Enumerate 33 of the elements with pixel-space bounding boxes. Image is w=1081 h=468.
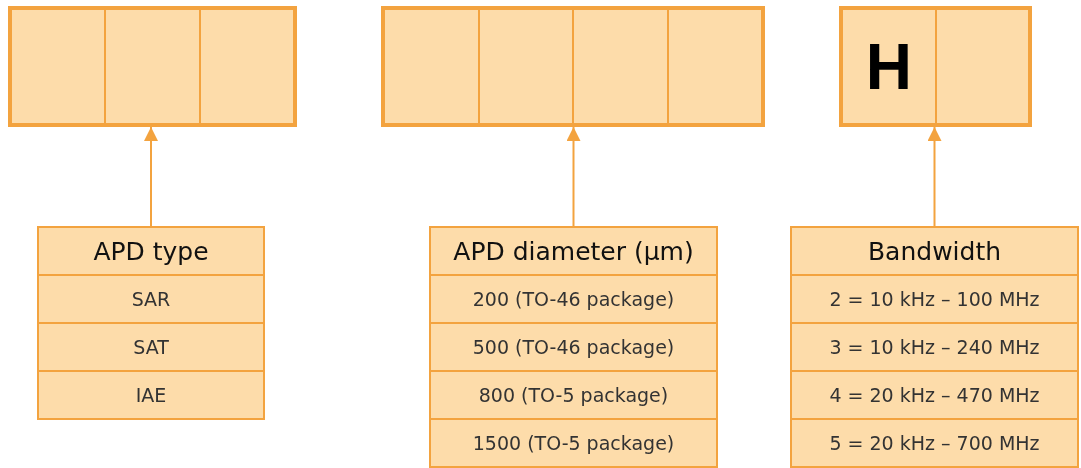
code-cell [572,8,669,125]
code-field [381,6,765,127]
arrow [144,126,158,227]
table [790,226,1079,468]
code-cell [666,8,763,125]
arrow [927,126,942,227]
table-header: Bandwidth [867,236,1002,266]
row-text: IAE [135,384,167,406]
code-cell [104,8,201,125]
row-text: SAT [133,336,169,358]
row-text: SAR [131,288,171,310]
code-field [8,6,297,127]
row-text: 800 (TO-5 package) [478,384,669,406]
row-text: 3 = 10 kHz – 240 MHz [829,336,1040,358]
table-header: APD diameter (µm) [453,236,694,266]
row-text: 2 = 10 kHz – 100 MHz [829,288,1040,310]
row-text: 200 (TO-46 package) [472,288,675,310]
code-cell [934,8,1030,125]
table [37,226,265,420]
code-cell [383,8,480,125]
code-cell [198,8,295,125]
row-text: 4 = 20 kHz – 470 MHz [829,384,1040,406]
code-letter: H [865,29,912,104]
code-cell [477,8,574,125]
table-header: APD type [93,236,209,266]
arrow [566,126,581,227]
row-text: 1500 (TO-5 package) [472,432,675,454]
code-cell [841,8,937,125]
row-text: 5 = 20 kHz – 700 MHz [829,432,1040,454]
code-field [839,6,1032,127]
row-text: 500 (TO-46 package) [472,336,675,358]
table [429,226,718,468]
code-cell [10,8,107,125]
